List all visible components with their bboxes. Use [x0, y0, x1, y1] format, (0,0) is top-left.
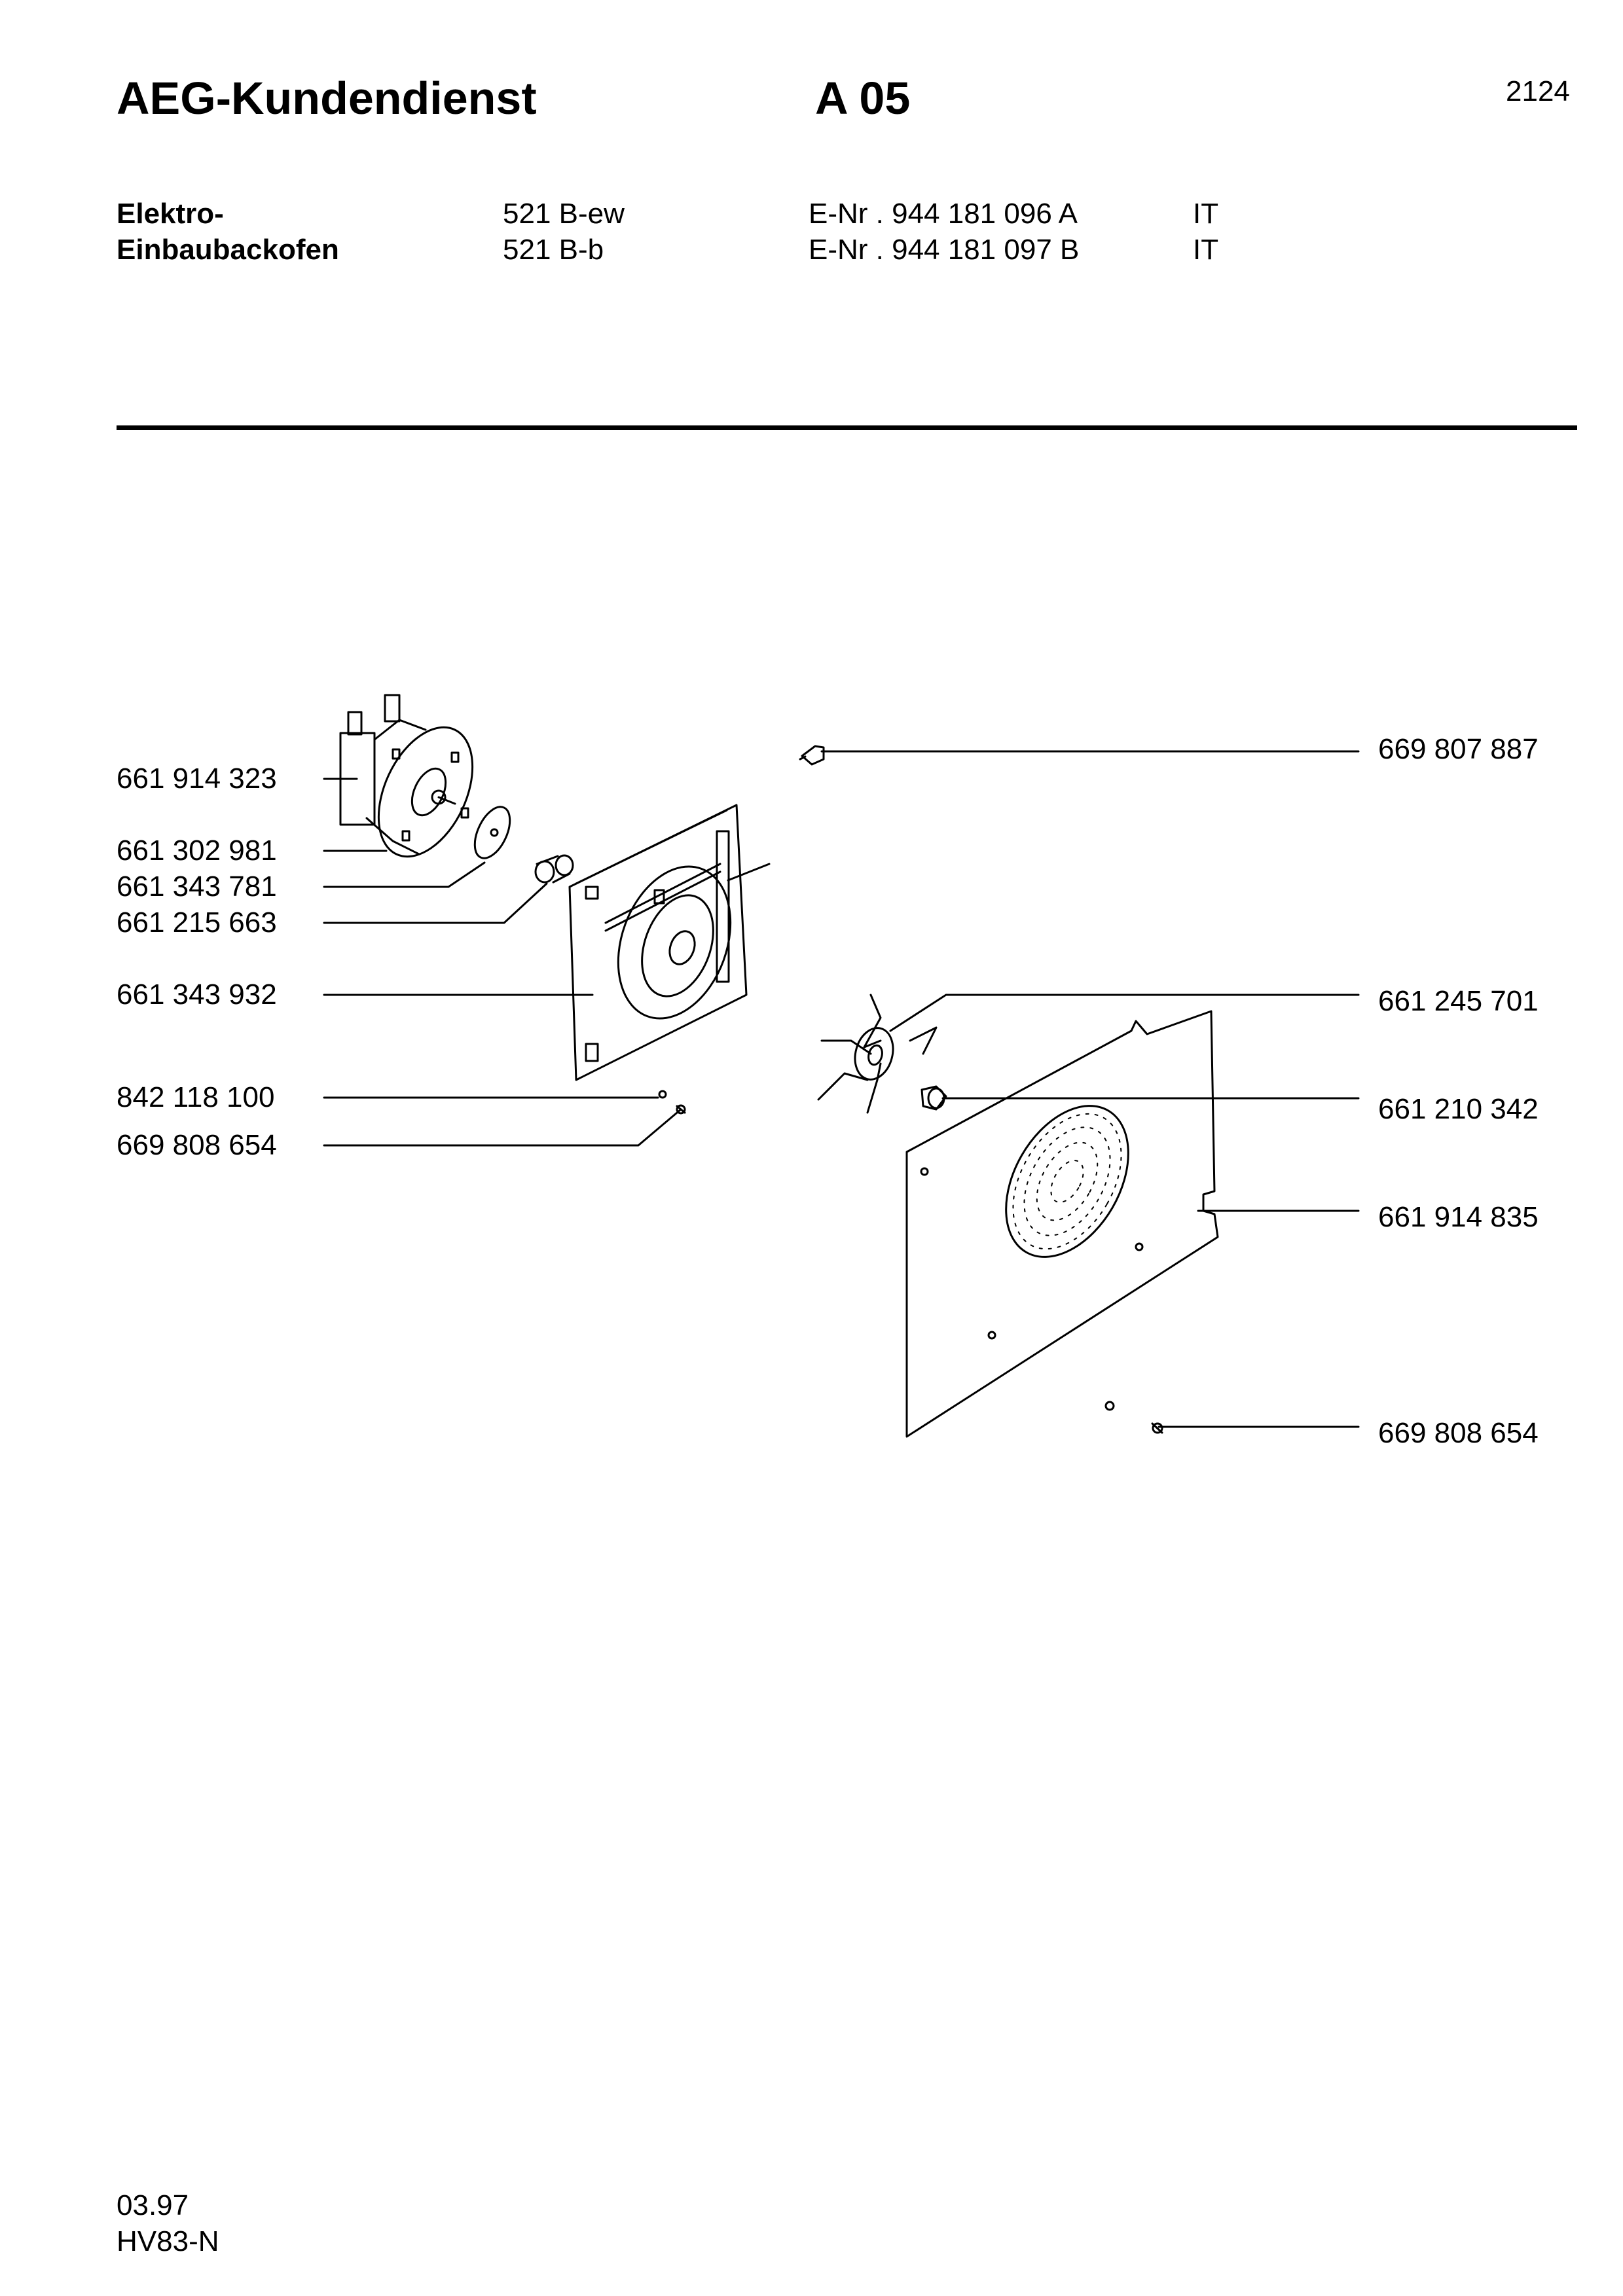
- nut-part: [921, 1085, 947, 1111]
- leader-lines-right: [820, 750, 1360, 1428]
- part-number-label: 842 118 100: [117, 1081, 275, 1113]
- part-number-label: 669 808 654: [117, 1129, 277, 1161]
- product-category-line2: Einbaubackofen: [117, 234, 339, 266]
- screw-parts-right: [1104, 1401, 1163, 1434]
- part-number-label: 661 914 323: [117, 762, 277, 795]
- rear-wall-cover-part: [905, 1010, 1219, 1438]
- header-rule: [117, 425, 1577, 430]
- part-number-label: 661 343 932: [117, 978, 277, 1011]
- bushing-part: [534, 854, 574, 884]
- leader-lines-left: [323, 778, 682, 1147]
- part-number-label: 661 914 835: [1378, 1201, 1539, 1233]
- part-number-label: 661 210 342: [1378, 1093, 1539, 1125]
- footer-date: 03.97: [117, 2189, 189, 2221]
- model-name: 521 B-b: [503, 234, 604, 266]
- part-number-label: 661 343 781: [117, 870, 277, 903]
- product-category-line1: Elektro-: [117, 198, 224, 230]
- model-country: IT: [1193, 198, 1219, 230]
- model-enr: E-Nr . 944 181 096 A: [809, 198, 1078, 230]
- footer-ref: HV83-N: [117, 2225, 219, 2257]
- brand-title: AEG-Kundendienst: [117, 73, 537, 124]
- part-number-label: 669 808 654: [1378, 1417, 1539, 1449]
- screw-parts-left: [658, 1090, 686, 1115]
- page-number: 2124: [1506, 75, 1570, 107]
- model-name: 521 B-ew: [503, 198, 625, 230]
- model-country: IT: [1193, 234, 1219, 266]
- clip-part: [799, 745, 825, 766]
- diagram-code: A 05: [815, 73, 911, 124]
- disc-part: [473, 806, 511, 859]
- part-number-label: 669 807 887: [1378, 733, 1539, 765]
- fan-holder-plate: [568, 804, 771, 1081]
- part-number-label: 661 302 981: [117, 834, 277, 867]
- part-number-label: 661 245 701: [1378, 985, 1539, 1017]
- fan-wheel-part: [817, 994, 938, 1114]
- part-number-label: 661 215 663: [117, 906, 277, 939]
- timer-motor-part: [339, 694, 474, 858]
- model-enr: E-Nr . 944 181 097 B: [809, 234, 1080, 266]
